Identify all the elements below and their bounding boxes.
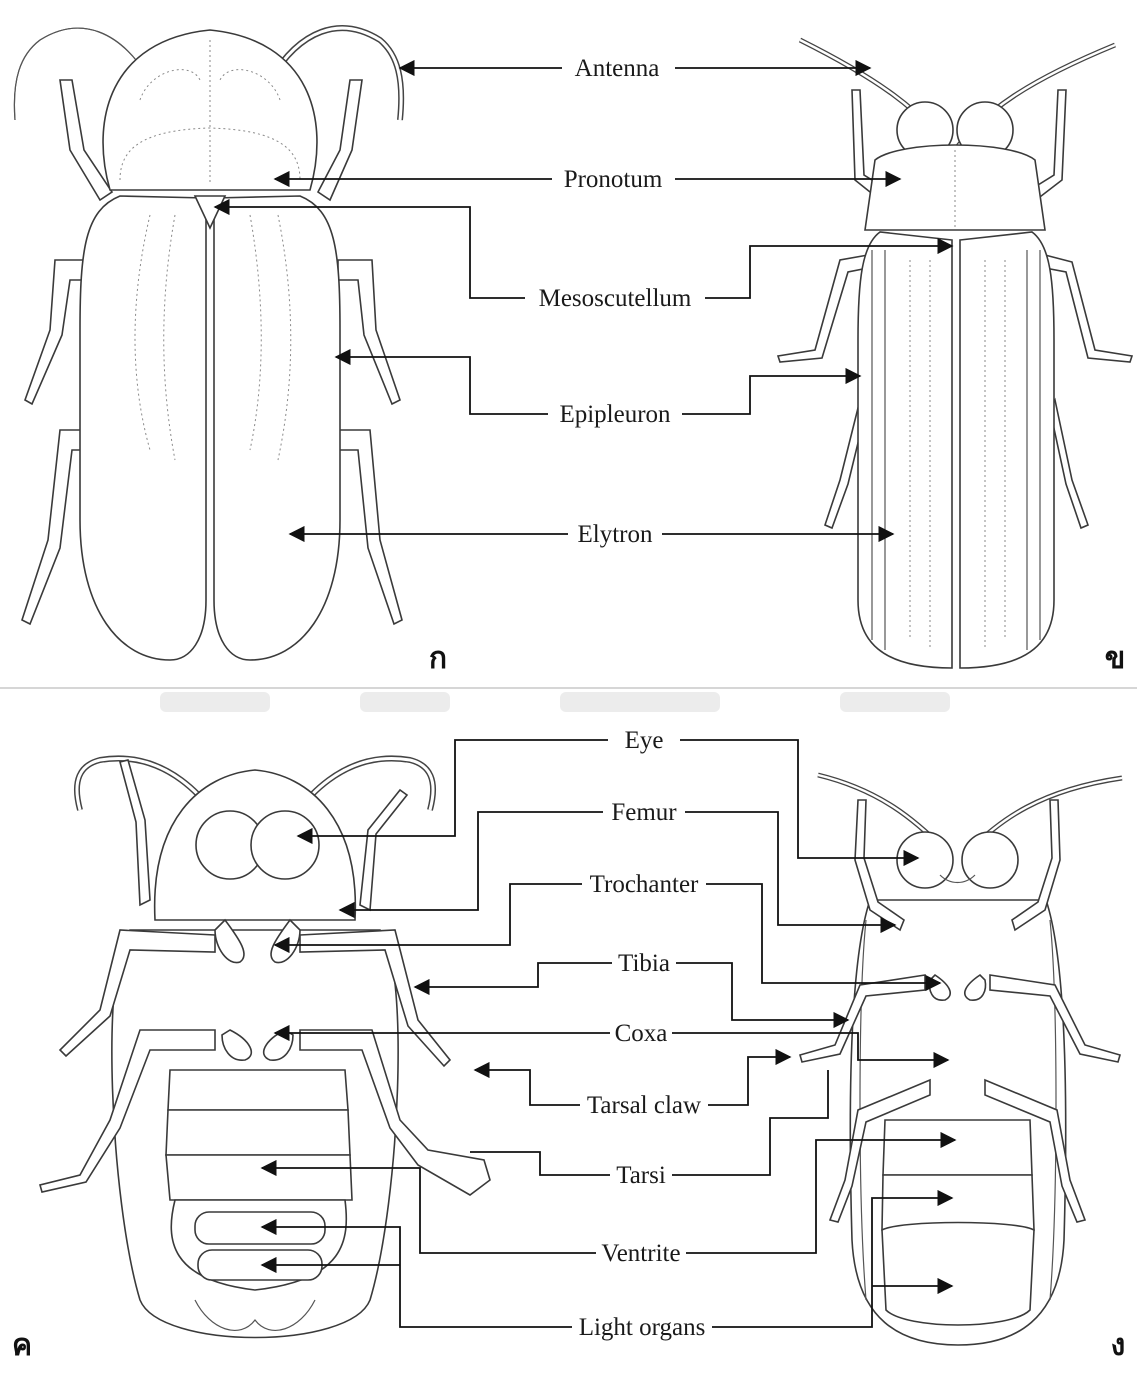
label-elytron: Elytron <box>578 521 653 548</box>
label-eye: Eye <box>625 727 664 754</box>
leader-tarsal-claw-right <box>708 1057 790 1105</box>
label-mesoscutellum: Mesoscutellum <box>539 285 692 312</box>
label-coxa: Coxa <box>615 1020 668 1047</box>
label-epipleuron: Epipleuron <box>559 401 671 428</box>
label-tibia: Tibia <box>618 950 670 977</box>
label-tarsal-claw: Tarsal claw <box>587 1092 701 1119</box>
labels-top: Antenna Pronotum Mesoscutellum Epipleuro… <box>539 55 692 548</box>
panel-letter-d: ง <box>1111 1328 1126 1363</box>
label-tarsi: Tarsi <box>616 1162 666 1189</box>
leader-eye-left <box>298 740 608 836</box>
label-ventrite: Ventrite <box>601 1240 680 1267</box>
leader-tarsi-right <box>672 1070 828 1175</box>
leader-epipleuron-right <box>682 376 860 414</box>
beetle-ventral-c <box>40 758 490 1337</box>
label-trochanter: Trochanter <box>590 871 699 898</box>
panel-letter-b: ข <box>1105 641 1126 676</box>
beetle-dorsal-b <box>778 40 1132 668</box>
panel-letter-c: ค <box>12 1328 32 1363</box>
panel-letter-a: ก <box>429 641 447 676</box>
label-pronotum: Pronotum <box>564 166 663 193</box>
leader-tarsal-claw-left <box>475 1070 580 1105</box>
beetle-ventral-d <box>800 775 1122 1345</box>
labels-bottom: Eye Femur Trochanter Tibia Coxa Tarsal c… <box>579 727 706 1341</box>
leader-tarsi-left <box>470 1152 610 1175</box>
label-femur: Femur <box>611 799 677 826</box>
label-antenna: Antenna <box>575 55 660 82</box>
watermark <box>160 692 950 712</box>
label-light-organs: Light organs <box>579 1314 706 1341</box>
leader-tibia-left <box>415 963 612 987</box>
leader-epipleuron-left <box>336 357 548 414</box>
beetle-dorsal-a <box>14 28 402 660</box>
